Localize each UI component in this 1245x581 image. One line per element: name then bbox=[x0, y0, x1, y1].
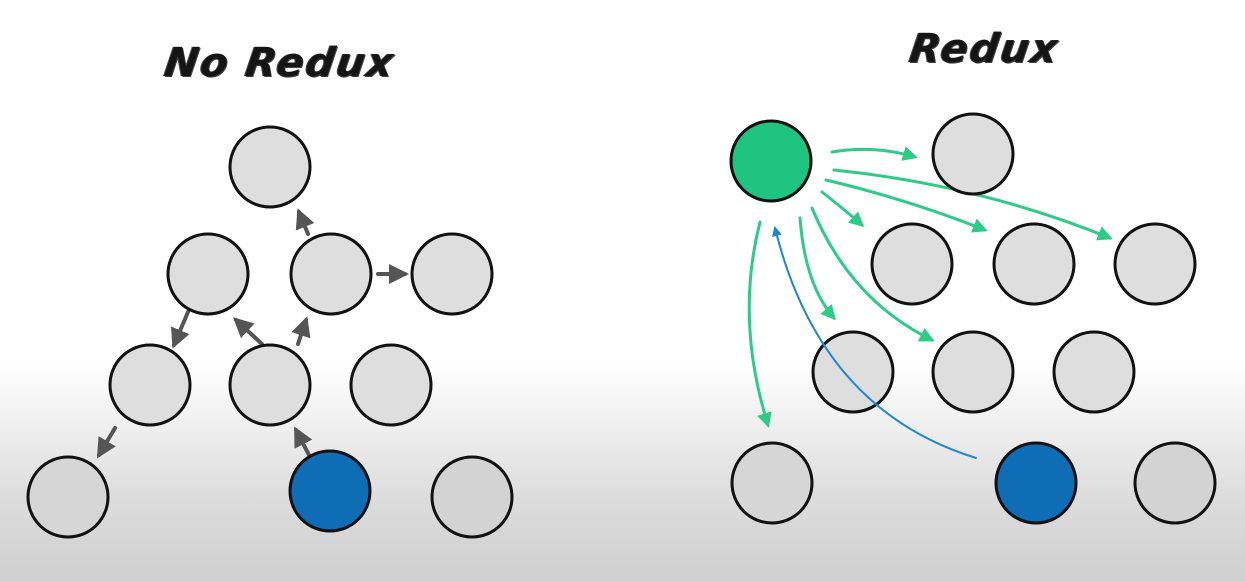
right-nodes bbox=[729, 112, 1217, 525]
arrow-l-left-to-row3 bbox=[171, 310, 190, 349]
arrow-l-row3-to-left bbox=[233, 317, 264, 346]
node-right-row2-a bbox=[870, 222, 954, 306]
no-redux-panel bbox=[26, 125, 514, 539]
prop-arrows bbox=[96, 208, 409, 459]
node-right-row3-b bbox=[931, 330, 1015, 414]
node-left-row4-c bbox=[430, 455, 514, 539]
node-right-source bbox=[994, 441, 1078, 525]
node-right-row4-a bbox=[730, 441, 814, 525]
arrow-store-to-row2-b bbox=[824, 178, 988, 233]
redux-panel bbox=[729, 112, 1217, 525]
node-right-row2-c bbox=[1113, 222, 1197, 306]
node-right-row2-b bbox=[992, 222, 1076, 306]
node-right-top bbox=[931, 112, 1015, 196]
arrow-store-to-row3-a bbox=[798, 216, 836, 321]
node-left-row3-c bbox=[349, 343, 433, 427]
node-right-row3-a bbox=[811, 330, 895, 414]
node-right-row3-c bbox=[1052, 330, 1136, 414]
node-left-top bbox=[228, 125, 312, 209]
arrow-source-to-store bbox=[772, 226, 977, 459]
arrow-l-row3-to-mid bbox=[291, 316, 311, 346]
arrow-store-to-row2-a bbox=[820, 190, 865, 227]
node-left-row2-b bbox=[289, 232, 373, 316]
node-left-row4-a bbox=[26, 455, 110, 539]
arrow-l-blue-to-row3 bbox=[294, 426, 313, 457]
node-left-row3-a bbox=[108, 343, 192, 427]
node-left-row2-c bbox=[410, 232, 494, 316]
arrow-l-row3-to-bottom bbox=[96, 426, 117, 459]
arrow-store-to-row3-b bbox=[810, 206, 935, 342]
node-right-row4-c bbox=[1133, 441, 1217, 525]
node-left-row2-a bbox=[166, 232, 250, 316]
node-left-source bbox=[288, 449, 372, 533]
node-left-row3-b bbox=[228, 343, 312, 427]
node-right-store bbox=[729, 119, 813, 203]
arrow-l-mid-to-top bbox=[295, 208, 315, 236]
arrow-store-to-row4-a bbox=[747, 220, 772, 428]
store-arrows bbox=[747, 146, 1113, 428]
arrow-store-to-top bbox=[830, 146, 918, 161]
left-nodes bbox=[26, 125, 514, 539]
